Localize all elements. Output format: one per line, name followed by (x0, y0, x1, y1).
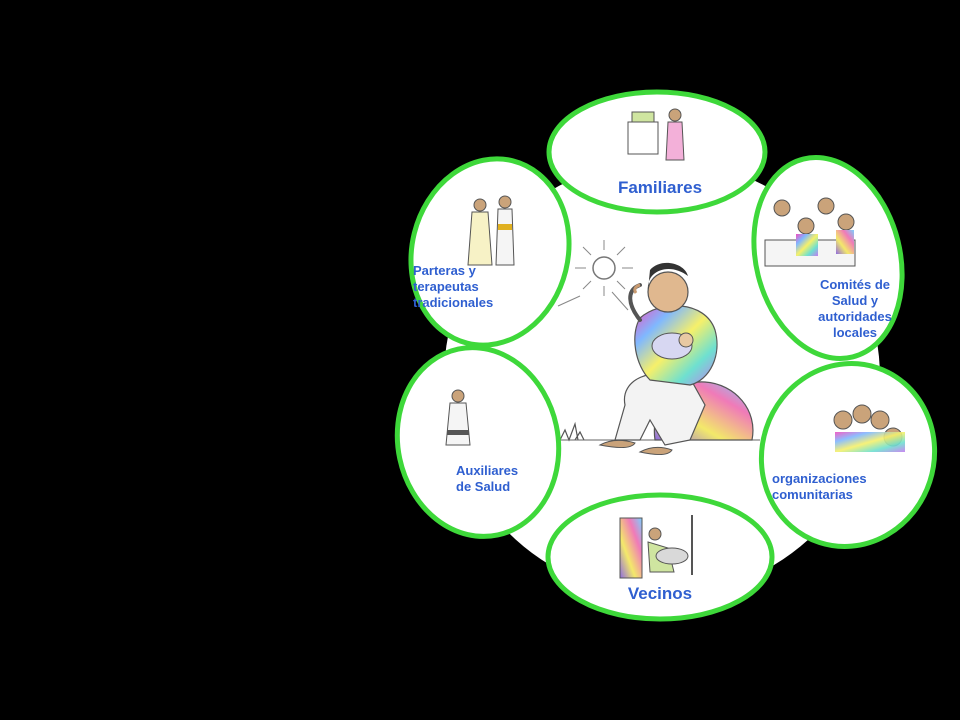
label-vecinos: Vecinos (627, 584, 693, 603)
health-worker-illustration (445, 389, 471, 446)
node-comites (751, 155, 905, 361)
mother-breastfeeding-illustration (548, 240, 760, 456)
label-parteras: Parteras y terapeutas tradicionales (413, 263, 494, 310)
community-meeting-illustration (764, 197, 856, 267)
node-auxiliares (394, 345, 562, 539)
node-vecinos (545, 492, 775, 622)
traditional-healers-illustration (467, 195, 515, 266)
node-parteras (408, 156, 572, 348)
node-familiares (546, 89, 768, 215)
label-organizaciones: organizaciones comunitarias (772, 471, 867, 502)
label-auxiliares: Auxiliares de Salud (456, 463, 519, 494)
label-familiares: Familiares (617, 178, 703, 197)
node-organizaciones (758, 361, 938, 549)
group-of-women-illustration (833, 404, 905, 452)
neighbor-woman-illustration (619, 515, 693, 579)
label-comites: Comités de Salud y autoridades locales (818, 277, 892, 340)
woman-cooking-illustration (627, 108, 685, 161)
